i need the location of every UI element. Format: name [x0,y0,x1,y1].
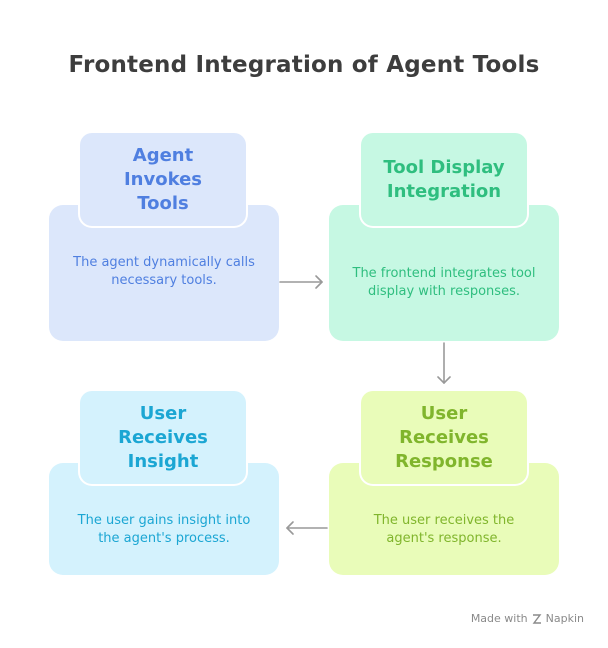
step-heading-box: Agent Invokes Tools [80,133,246,226]
footer-credit: Made with Napkin [471,612,584,625]
step-description: The agent dynamically calls necessary to… [73,255,255,288]
step-heading: User Receives Response [395,402,493,472]
napkin-logo-icon [532,613,542,624]
step-card [329,205,559,341]
arrow-right-icon [279,275,323,289]
diagram-title: Frontend Integration of Agent Tools [68,52,540,78]
made-with-label: Made with [470,612,528,625]
arrow-left-icon [286,521,328,535]
step-description: The frontend integrates tool display wit… [352,266,536,299]
arrow-down-icon [437,342,451,384]
step-heading-box: User Receives Response [361,391,527,484]
brand-label: Napkin [545,612,584,625]
step-heading: User Receives Insight [118,402,208,472]
step-description: The user receives the agent's response. [373,513,515,546]
step-description: The user gains insight into the agent's … [77,513,251,546]
step-heading: Agent Invokes Tools [123,144,203,214]
step-heading: Tool Display Integration [383,156,505,202]
step-card [49,205,279,341]
step-heading-box: User Receives Insight [80,391,246,484]
step-heading-box: Tool Display Integration [361,133,527,226]
